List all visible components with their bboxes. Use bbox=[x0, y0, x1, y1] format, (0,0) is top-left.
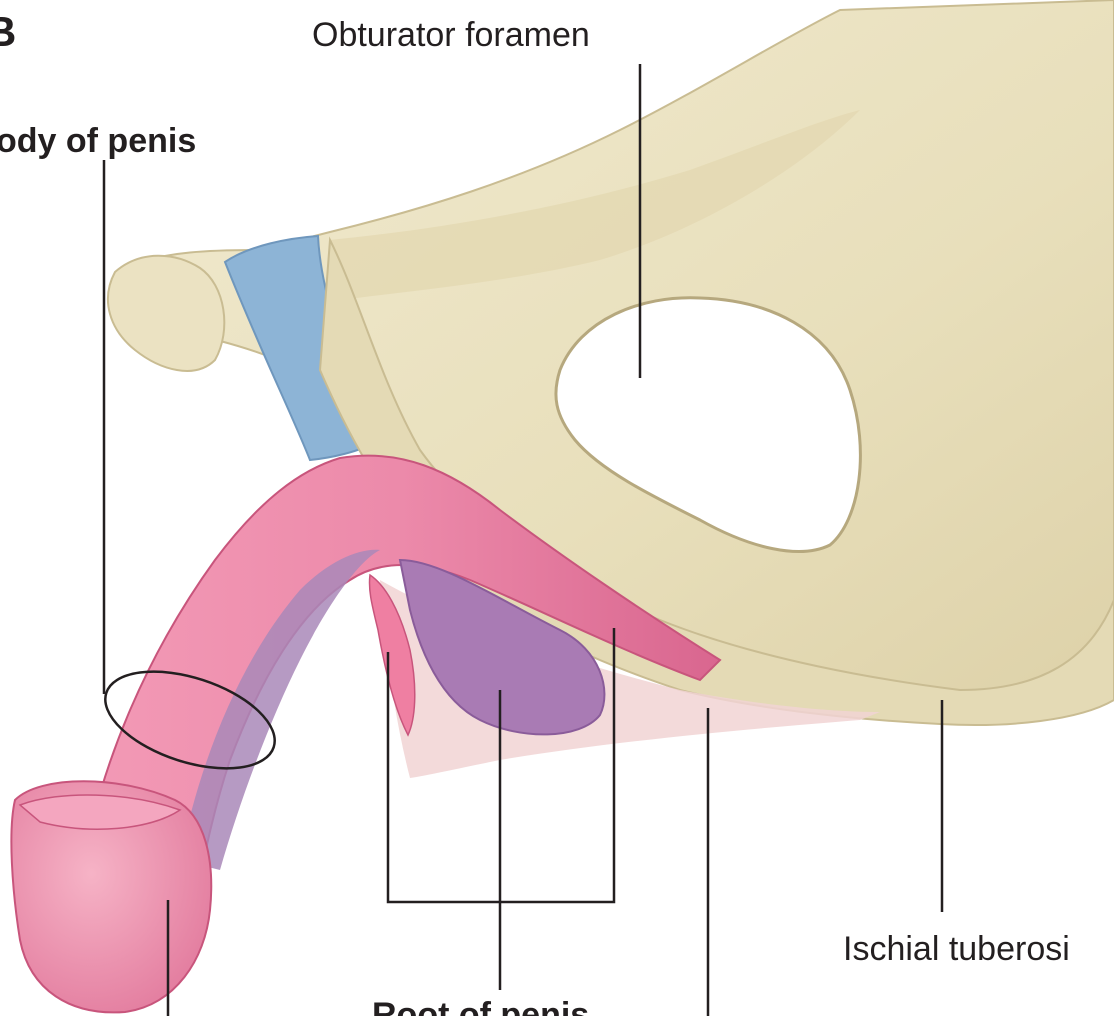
label-body-of-penis: ody of penis bbox=[0, 122, 196, 161]
pubic-tubercle bbox=[108, 256, 224, 371]
label-obturator-foramen: Obturator foramen bbox=[312, 16, 590, 55]
panel-letter: B bbox=[0, 8, 16, 56]
label-ischial-tuberosity: Ischial tuberosi bbox=[843, 930, 1070, 969]
label-root-of-penis: Root of penis bbox=[372, 996, 589, 1016]
